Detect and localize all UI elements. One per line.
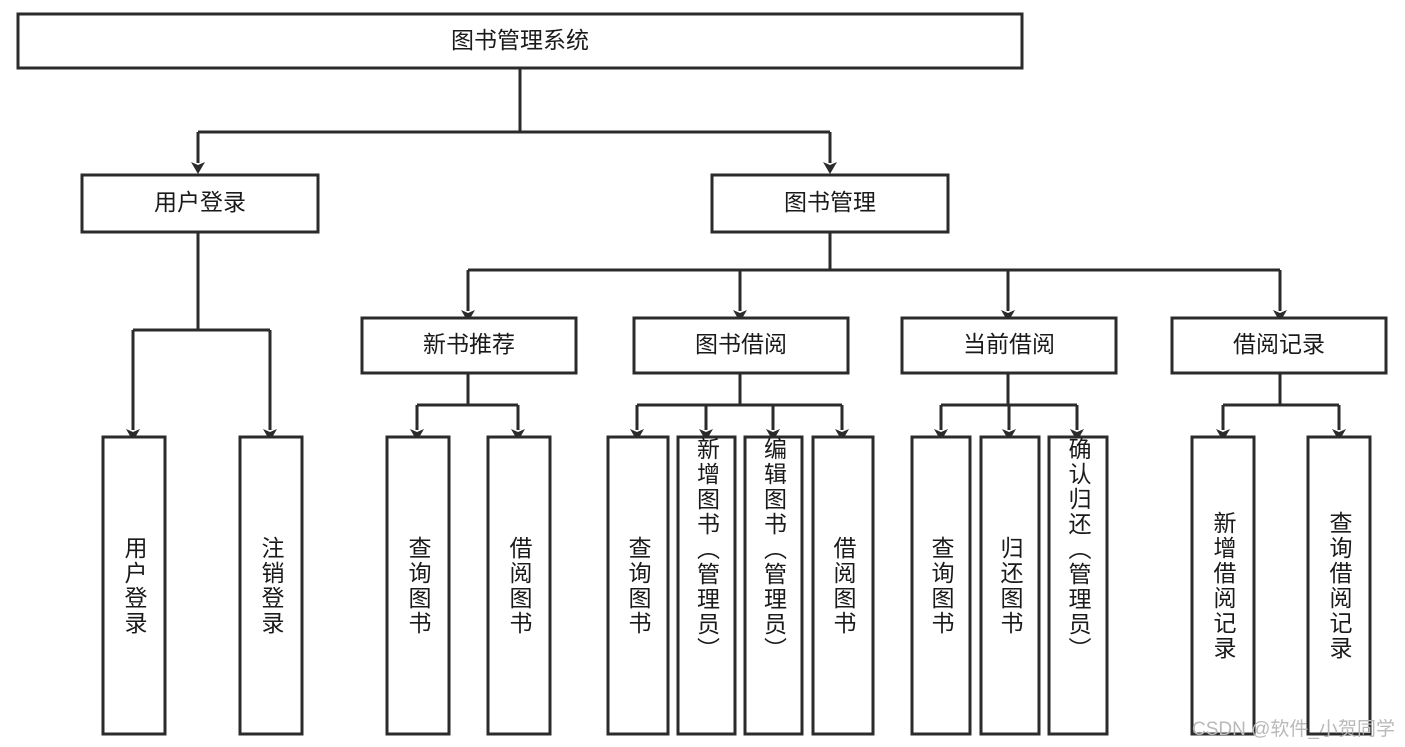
node-box-leaf-query-book-2[interactable] (606, 435, 670, 736)
node-label-new-book-recommend: 新书推荐 (423, 331, 515, 357)
node-box-book-borrow[interactable] (632, 316, 850, 375)
node-box-leaf-return-book[interactable] (979, 435, 1041, 736)
node-box-leaf-borrow-book-2[interactable] (811, 435, 875, 736)
watermark-text: CSDN @软件_小贺同学 (1192, 719, 1395, 740)
node-label-book-manage: 图书管理 (784, 189, 876, 215)
node-box-root[interactable] (16, 12, 1024, 70)
node-box-new-book-recommend[interactable] (360, 316, 578, 375)
node-box-leaf-query-record[interactable] (1306, 435, 1372, 736)
node-box-leaf-add-record[interactable] (1190, 435, 1256, 736)
node-label-user-login: 用户登录 (154, 189, 246, 215)
node-box-current-borrow[interactable] (900, 316, 1118, 375)
node-box-book-manage[interactable] (710, 173, 950, 234)
node-box-leaf-confirm-return[interactable] (1047, 435, 1109, 736)
node-box-leaf-query-book-1[interactable] (385, 435, 451, 736)
node-box-leaf-borrow-book-1[interactable] (486, 435, 552, 736)
node-box-leaf-user-login[interactable] (101, 435, 167, 736)
node-label-current-borrow: 当前借阅 (963, 331, 1055, 357)
node-box-leaf-edit-book[interactable] (743, 435, 804, 736)
node-box-user-login[interactable] (80, 173, 320, 234)
node-box-leaf-query-book-3[interactable] (910, 435, 972, 736)
node-label-book-borrow: 图书借阅 (695, 331, 787, 357)
node-box-leaf-add-book[interactable] (676, 435, 737, 736)
node-box-leaf-user-logout[interactable] (238, 435, 304, 736)
node-label-root: 图书管理系统 (451, 27, 589, 53)
node-box-borrow-record[interactable] (1170, 316, 1388, 375)
node-label-borrow-record: 借阅记录 (1233, 331, 1325, 357)
